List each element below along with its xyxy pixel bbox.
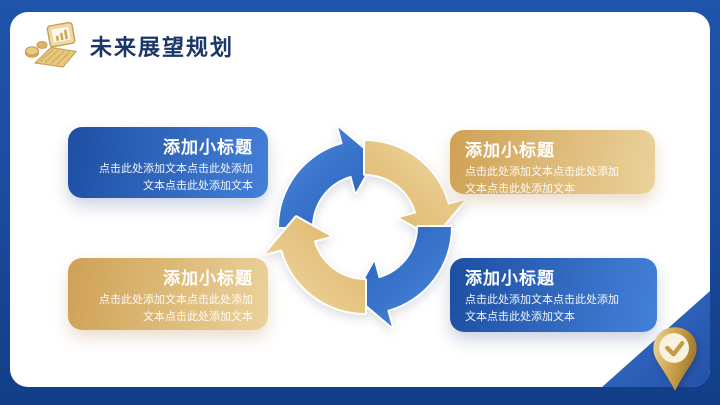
cycle-arrow-top-left <box>277 125 377 229</box>
location-pin-check-icon <box>653 327 697 391</box>
box-body-placeholder[interactable]: 点击此处添加文本点击此处添加文本点击此处添加文本 <box>99 163 253 192</box>
cycle-diagram <box>263 125 467 329</box>
box-body-placeholder[interactable]: 点击此处添加文本点击此处添加文本点击此处添加文本 <box>99 294 253 323</box>
cycle-arrow-bottom-left <box>263 215 367 315</box>
slide-content-area: 未来展望规划 添加小标题 点击此处添加文本点击此处 <box>10 12 710 387</box>
text-box-bottom-left[interactable]: 添加小标题 点击此处添加文本点击此处添加文本点击此处添加文本 <box>68 258 268 330</box>
text-box-bottom-right[interactable]: 添加小标题 点击此处添加文本点击此处添加文本点击此处添加文本 <box>450 258 657 332</box>
text-box-top-right[interactable]: 添加小标题 点击此处添加文本点击此处添加文本点击此处添加文本 <box>450 130 655 195</box>
box-title[interactable]: 添加小标题 <box>465 141 555 160</box>
page-title: 未来展望规划 <box>90 35 235 60</box>
slide-header: 未来展望规划 <box>24 20 234 72</box>
box-body-placeholder[interactable]: 点击此处添加文本点击此处添加文本点击此处添加文本 <box>465 166 619 195</box>
text-box-top-left[interactable]: 添加小标题 点击此处添加文本点击此处添加文本点击此处添加文本 <box>68 127 268 198</box>
box-body-placeholder[interactable]: 点击此处添加文本点击此处添加文本点击此处添加文本 <box>465 294 619 323</box>
box-title[interactable]: 添加小标题 <box>163 138 253 157</box>
cycle-arrow-bottom-right <box>353 225 453 329</box>
box-title[interactable]: 添加小标题 <box>465 269 555 288</box>
laptop-coins-icon <box>25 21 78 68</box>
box-title[interactable]: 添加小标题 <box>163 269 253 288</box>
